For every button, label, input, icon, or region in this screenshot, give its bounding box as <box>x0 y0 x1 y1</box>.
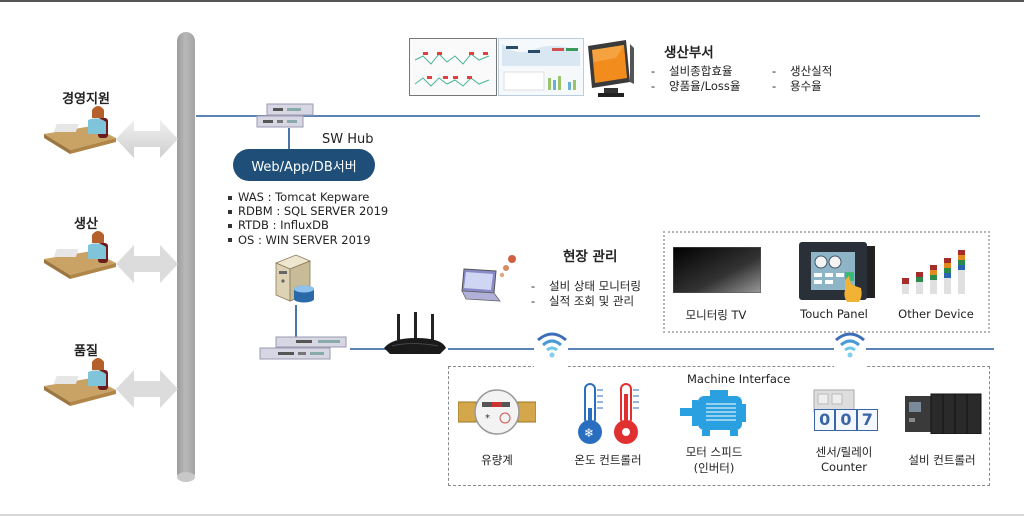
sensor-relay-counter-icon <box>813 389 855 413</box>
lower-network-line <box>568 348 834 350</box>
double-arrow-icon <box>116 245 178 283</box>
wifi-icon <box>537 332 567 358</box>
dashboard-screenshot-icon <box>409 38 497 96</box>
dept-label-quality: 품질 <box>74 344 98 359</box>
sensor-relay-label: 센서/릴레이 Counter <box>815 445 873 474</box>
signal-tower-lights-icon <box>902 250 965 294</box>
field-management-item: -설비 상태 모니터링 <box>531 279 641 293</box>
office-worker-icon <box>44 358 116 406</box>
monitoring-tv-icon <box>673 247 761 293</box>
dept-label-management: 경영지원 <box>62 92 110 107</box>
spec-item: OS : WIN SERVER 2019 <box>228 233 388 247</box>
server-database-icon <box>274 254 314 303</box>
counter-digit: 0 <box>814 409 836 431</box>
svg-text:*: * <box>485 413 490 424</box>
sw-hub-label: SW Hub <box>322 132 374 147</box>
double-arrow-icon <box>116 370 178 408</box>
network-backbone <box>177 32 195 482</box>
production-dept-item: -용수율 <box>772 79 822 93</box>
spec-item: RDBM : SQL SERVER 2019 <box>228 204 388 218</box>
flow-meter-label: 유량계 <box>481 453 513 467</box>
wifi-icon <box>835 332 865 358</box>
temperature-controller-icon: ❄ <box>578 383 639 444</box>
bullet-icon <box>228 223 232 228</box>
double-arrow-icon <box>116 120 178 158</box>
backbone-cap <box>177 472 195 482</box>
upper-network-line <box>196 115 980 117</box>
other-device-label: Other Device <box>898 307 974 321</box>
touch-panel-label: Touch Panel <box>800 307 868 321</box>
bullet-icon <box>228 238 232 243</box>
flow-meter-icon: * <box>458 389 536 435</box>
machine-interface-title: Machine Interface <box>687 372 791 386</box>
temperature-controller-label: 온도 컨트롤러 <box>574 453 642 467</box>
field-management-item: -실적 조회 및 관리 <box>531 294 635 308</box>
lower-network-line <box>866 348 994 350</box>
box-gap <box>834 358 866 370</box>
office-worker-icon <box>44 231 116 279</box>
production-dept-title: 생산부서 <box>664 45 714 61</box>
production-dept-item: -설비종합효율 <box>651 64 733 78</box>
display-devices-group <box>663 231 990 333</box>
lower-network-line <box>448 348 534 350</box>
server-label-badge: Web/App/DB서버 <box>233 149 375 181</box>
counter-digit: 7 <box>856 409 878 431</box>
counter-digit: 0 <box>835 409 857 431</box>
office-worker-icon <box>44 106 116 154</box>
spec-item: RTDB : InfluxDB <box>228 218 388 232</box>
map-dashboard-icon <box>498 38 584 96</box>
counter-display: 0 0 7 <box>814 409 878 431</box>
hub-router-link <box>350 348 386 350</box>
svg-text:❄: ❄ <box>584 426 594 440</box>
laptop-icon <box>461 255 516 302</box>
field-management-title: 현장 관리 <box>563 249 618 265</box>
server-hub-link <box>295 305 297 338</box>
wifi-router-icon <box>384 312 446 354</box>
hub-server-link <box>288 128 290 150</box>
spec-item: WAS : Tomcat Kepware <box>228 190 388 204</box>
monitoring-tv-label: 모니터링 TV <box>685 308 747 322</box>
equipment-controller-icon <box>905 393 982 434</box>
monitor-icon <box>588 40 634 97</box>
machine-interface-group <box>448 366 990 486</box>
production-dept-item: -양품율/Loss율 <box>651 79 741 93</box>
touch-panel-icon <box>799 242 875 302</box>
bullet-icon <box>228 209 232 214</box>
motor-icon <box>680 390 746 436</box>
bottom-border <box>0 514 1024 516</box>
production-dept-item: -생산실적 <box>772 64 833 78</box>
switch-hub-icon <box>256 103 314 128</box>
box-gap <box>534 358 568 370</box>
dept-label-production: 생산 <box>74 217 98 232</box>
top-border <box>0 0 1024 2</box>
motor-speed-label: 모터 스피드 (인버터) <box>685 445 743 475</box>
server-spec-list: WAS : Tomcat Kepware RDBM : SQL SERVER 2… <box>228 190 388 247</box>
equipment-controller-label: 설비 컨트롤러 <box>908 453 976 467</box>
bullet-icon <box>228 195 232 200</box>
switch-hub-icon <box>259 336 347 360</box>
